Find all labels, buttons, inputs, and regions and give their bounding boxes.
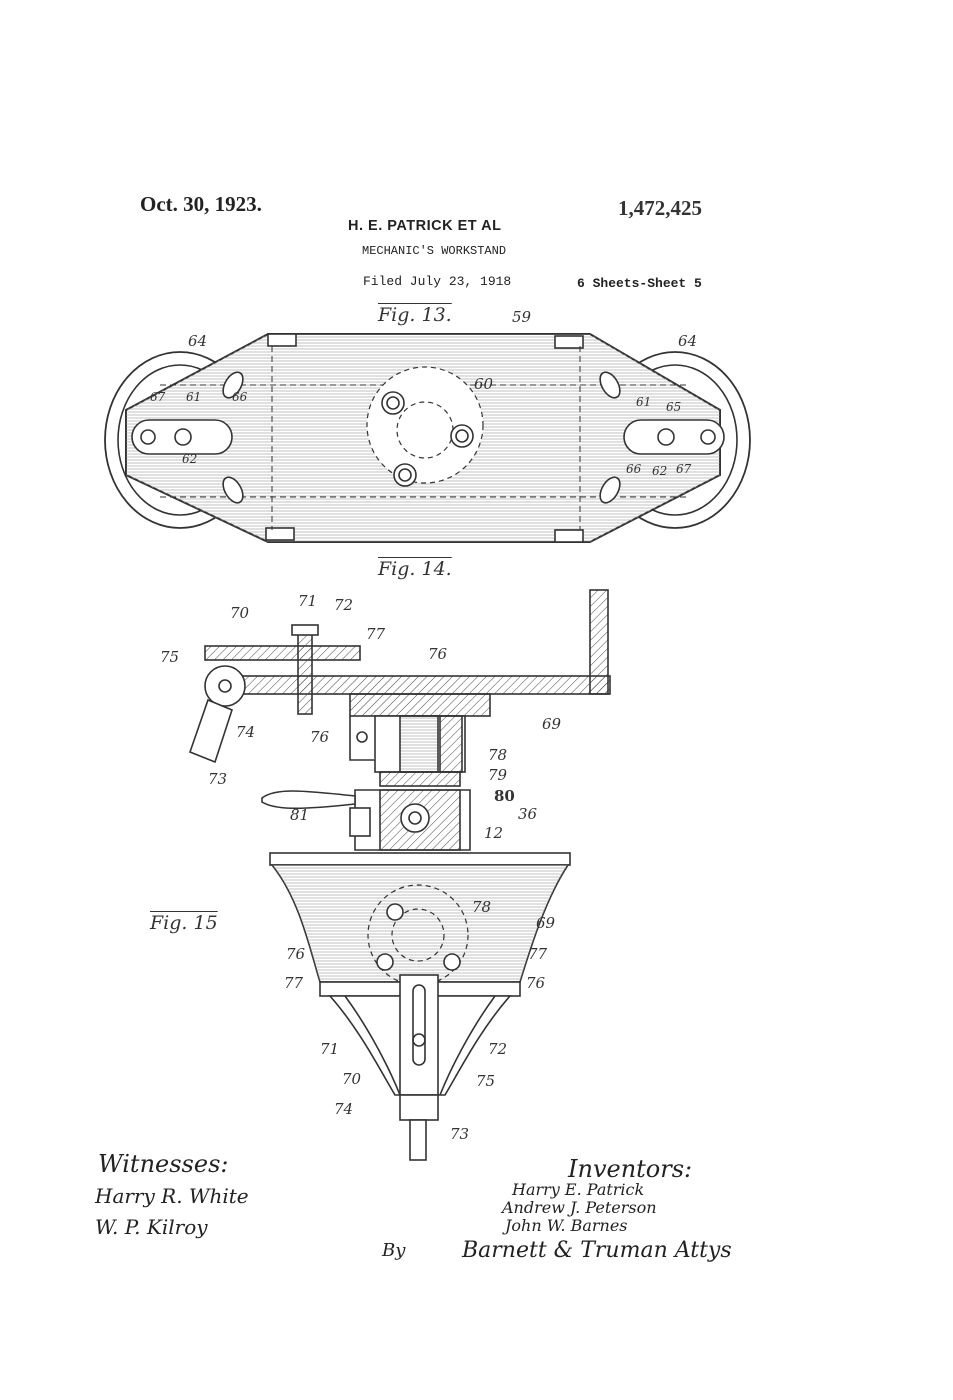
figure-13-title: Fig. 13.: [378, 304, 452, 326]
sheet-count: 6 Sheets-Sheet 5: [577, 276, 702, 291]
ref-numeral: 78: [488, 746, 508, 764]
witnesses-label: Witnesses:: [98, 1150, 229, 1178]
figure-14-clamp-section: [188, 589, 611, 851]
figure-13-base-plate: [104, 333, 751, 543]
ref-numeral: 62: [652, 464, 668, 478]
ref-numeral: 69: [536, 914, 556, 932]
ref-numeral: 66: [232, 390, 248, 404]
ref-numeral: 71: [298, 592, 318, 610]
ref-numeral: 73: [450, 1125, 470, 1143]
ref-numeral: 76: [428, 645, 448, 663]
patent-title: MECHANIC'S WORKSTAND: [362, 244, 507, 258]
ref-numeral: 70: [230, 604, 250, 622]
ref-numeral: 72: [488, 1040, 508, 1058]
ref-numeral: 76: [310, 728, 330, 746]
ref-numeral: 66: [626, 462, 642, 476]
ref-numeral: 77: [284, 974, 304, 992]
ref-numeral: 64: [678, 332, 698, 350]
ref-numeral: 61: [186, 390, 202, 404]
ref-numeral: 74: [236, 723, 256, 741]
ref-numeral: 59: [512, 308, 532, 326]
witness-signature: W. P. Kilroy: [95, 1215, 208, 1239]
ref-numeral: 80: [494, 787, 515, 805]
ref-numeral: 76: [286, 945, 306, 963]
patent-date: Oct. 30, 1923.: [140, 192, 262, 216]
figure-15-front-view: [269, 852, 571, 1161]
inventors-label: Inventors:: [568, 1155, 693, 1183]
filed-date: Filed July 23, 1918: [363, 274, 512, 289]
ref-numeral: 75: [160, 648, 180, 666]
ref-numeral: 76: [526, 974, 546, 992]
ref-numeral: 75: [476, 1072, 496, 1090]
witness-signature: Harry R. White: [95, 1184, 249, 1208]
figure-14-title: Fig. 14.: [378, 558, 452, 580]
ref-numeral: 74: [334, 1100, 354, 1118]
inventor-signature: Andrew J. Peterson: [502, 1198, 657, 1217]
ref-numeral: 61: [636, 395, 652, 409]
ref-numeral: 77: [366, 625, 386, 643]
attorney-signature: Barnett & Truman Attys: [462, 1238, 732, 1263]
ref-numeral: 72: [334, 596, 354, 614]
by-label: By: [382, 1240, 406, 1261]
ref-numeral: 62: [182, 452, 198, 466]
ref-numeral: 79: [488, 766, 508, 784]
inventor-signature: John W. Barnes: [505, 1216, 628, 1235]
ref-numeral: 64: [188, 332, 208, 350]
ref-numeral: 78: [472, 898, 492, 916]
inventor-signature: Harry E. Patrick: [512, 1180, 645, 1199]
ref-numeral: 69: [542, 715, 562, 733]
ref-numeral: 60: [474, 375, 494, 393]
ref-numeral: 81: [290, 806, 310, 824]
ref-numeral: 67: [150, 390, 166, 404]
figure-15-title: Fig. 15: [150, 912, 218, 934]
ref-numeral: 12: [484, 824, 504, 842]
ref-numeral: 65: [666, 400, 682, 414]
ref-numeral: 73: [208, 770, 228, 788]
ref-numeral: 70: [342, 1070, 362, 1088]
ref-numeral: 36: [518, 805, 538, 823]
ref-numeral: 67: [676, 462, 692, 476]
ref-numeral: 71: [320, 1040, 340, 1058]
patent-number: 1,472,425: [618, 196, 702, 220]
inventor-names: H. E. PATRICK ET AL: [348, 218, 502, 234]
ref-numeral: 77: [528, 945, 548, 963]
